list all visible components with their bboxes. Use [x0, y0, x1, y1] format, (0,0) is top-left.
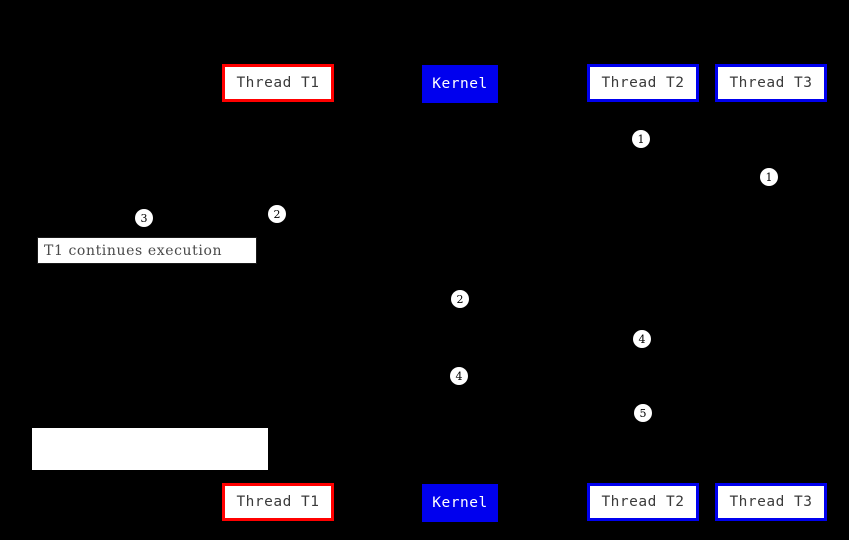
participant-thread-t1-bottom[interactable]: Thread T1: [222, 483, 334, 521]
lifeline-thread-t3: [771, 102, 772, 483]
participant-thread-t2-bottom[interactable]: Thread T2: [587, 483, 699, 521]
step-marker-2-thread-t1: 2: [268, 205, 286, 223]
lifeline-anchor-tick: [642, 102, 645, 106]
participant-label: Thread T3: [729, 75, 813, 91]
participant-thread-t2-top[interactable]: Thread T2: [587, 64, 699, 102]
participant-label: Thread T2: [601, 494, 685, 510]
step-marker-5-thread-t2: 5: [634, 404, 652, 422]
step-marker-2-kernel: 2: [451, 290, 469, 308]
note-blank: [32, 428, 268, 470]
lifeline-anchor-tick: [277, 102, 280, 106]
participant-thread-t3-bottom[interactable]: Thread T3: [715, 483, 827, 521]
step-marker-3-note-area: 3: [135, 209, 153, 227]
participant-thread-t3-top[interactable]: Thread T3: [715, 64, 827, 102]
lifeline-anchor-tick: [459, 480, 462, 484]
step-marker-1-thread-t2: 1: [632, 130, 650, 148]
lifeline-thread-t1: [278, 102, 279, 483]
note-t1-continues: T1 continues execution: [37, 237, 257, 264]
participant-label: Thread T1: [236, 494, 320, 510]
participant-label: Kernel: [432, 495, 488, 511]
participant-label: Thread T1: [236, 75, 320, 91]
participant-label: Thread T2: [601, 75, 685, 91]
participant-label: Thread T3: [729, 494, 813, 510]
lifeline-anchor-tick: [770, 479, 773, 483]
lifeline-thread-t2: [643, 102, 644, 483]
participant-thread-t1-top[interactable]: Thread T1: [222, 64, 334, 102]
lifeline-anchor-tick: [277, 479, 280, 483]
lifeline-anchor-tick: [770, 102, 773, 106]
participant-label: Kernel: [432, 76, 488, 92]
participant-kernel-bottom[interactable]: Kernel: [422, 484, 498, 522]
lifeline-anchor-tick: [642, 479, 645, 483]
step-marker-4-kernel: 4: [450, 367, 468, 385]
step-marker-4-thread-t2: 4: [633, 330, 651, 348]
step-marker-1-thread-t3: 1: [760, 168, 778, 186]
lifeline-anchor-tick: [459, 103, 462, 107]
participant-kernel-top[interactable]: Kernel: [422, 65, 498, 103]
